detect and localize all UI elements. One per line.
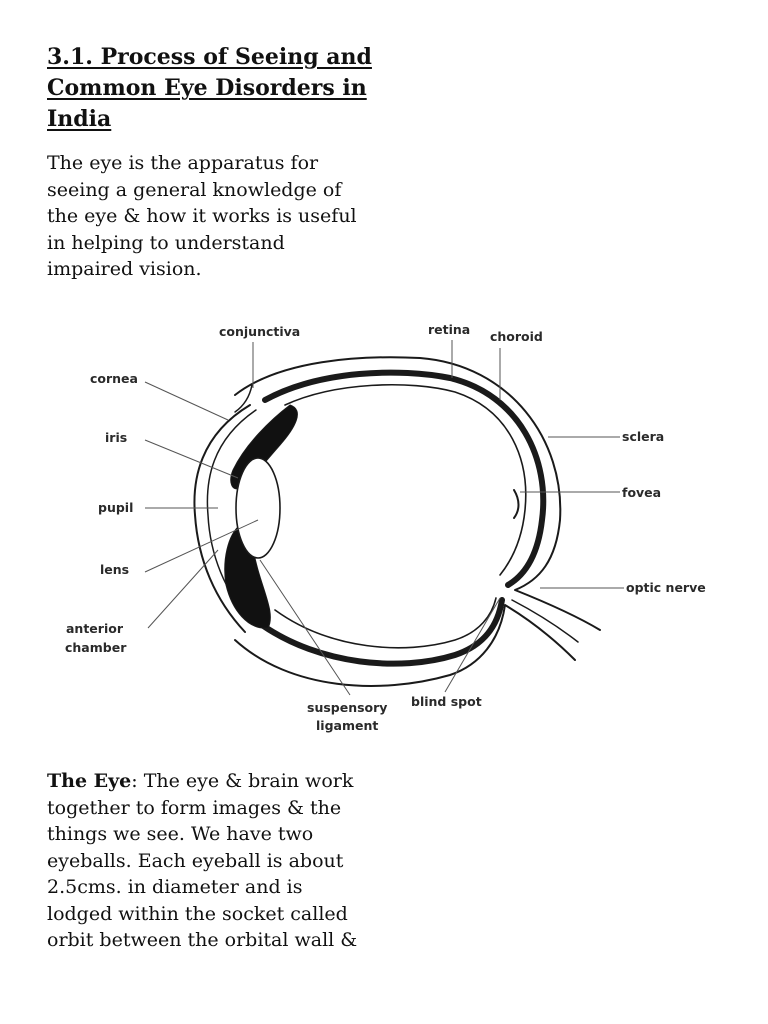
eye-section-title: The Eye bbox=[47, 770, 132, 792]
label-anterior: anterior bbox=[66, 621, 124, 636]
label-ligament: ligament bbox=[316, 718, 378, 733]
intro-line: impaired vision. bbox=[47, 258, 202, 280]
retina-line-lower bbox=[274, 597, 497, 649]
label-cornea: cornea bbox=[90, 371, 138, 386]
label-choroid: choroid bbox=[490, 329, 543, 344]
cornea-outline bbox=[193, 404, 251, 633]
label-conjunctiva: conjunctiva bbox=[219, 324, 300, 339]
label-pupil: pupil bbox=[98, 500, 133, 515]
eye-first-line-rest: : The eye & brain work bbox=[131, 770, 354, 792]
label-optic-nerve: optic nerve bbox=[626, 580, 706, 595]
intro-line: The eye is the apparatus for bbox=[47, 152, 319, 174]
choroid-band bbox=[262, 369, 547, 588]
optic-nerve-line bbox=[511, 599, 579, 643]
leader-cornea bbox=[144, 381, 229, 421]
intro-line: the eye & how it works is useful bbox=[47, 205, 357, 227]
diagram-labels: conjunctiva retina choroid cornea iris s… bbox=[65, 322, 706, 733]
leader-suspensory-ligament bbox=[259, 559, 351, 696]
intro-paragraph: The eye is the apparatus for seeing a ge… bbox=[47, 150, 357, 283]
eye-anatomy-diagram: conjunctiva retina choroid cornea iris s… bbox=[65, 322, 706, 733]
label-lens: lens bbox=[100, 562, 129, 577]
eye-paragraph: The Eye: The eye & brain work together t… bbox=[47, 768, 357, 954]
eye-line: 2.5cms. in diameter and is bbox=[47, 876, 303, 898]
leader-anterior-chamber bbox=[147, 549, 219, 629]
conjunctiva-line bbox=[234, 384, 253, 413]
fovea-notch bbox=[513, 489, 520, 519]
label-suspensory: suspensory bbox=[307, 700, 387, 715]
eye-line: together to form images & the bbox=[47, 796, 342, 819]
eye-line: things we see. We have two bbox=[47, 823, 314, 845]
heading-line: Common Eye Disorders in bbox=[47, 75, 367, 101]
label-blind-spot: blind spot bbox=[411, 694, 482, 709]
eye-first-line: The Eye: The eye & brain work bbox=[47, 768, 357, 795]
leader-blind-spot bbox=[444, 597, 501, 693]
intro-line: in helping to understand bbox=[47, 231, 285, 254]
heading-line: India bbox=[47, 106, 112, 132]
intro-line: seeing a general knowledge of bbox=[47, 178, 342, 201]
choroid-band-lower bbox=[259, 597, 505, 667]
lens-shape bbox=[235, 457, 281, 559]
heading-line: 3.1. Process of Seeing and bbox=[47, 44, 372, 70]
sclera-lower-outline bbox=[234, 604, 576, 687]
eye-line: lodged within the socket called bbox=[47, 902, 348, 925]
eye-line: eyeballs. Each eyeball is about bbox=[47, 849, 344, 872]
label-sclera: sclera bbox=[622, 429, 664, 444]
section-heading: 3.1. Process of Seeing and Common Eye Di… bbox=[47, 42, 407, 135]
label-retina: retina bbox=[428, 322, 470, 337]
eyeball-drawing bbox=[193, 356, 601, 687]
label-iris: iris bbox=[105, 430, 127, 445]
eye-line: orbit between the orbital wall & bbox=[47, 929, 358, 951]
retina-line bbox=[284, 384, 527, 576]
leader-lines bbox=[144, 340, 624, 696]
leader-lens bbox=[144, 519, 259, 573]
leader-iris bbox=[144, 439, 239, 479]
sclera-outline bbox=[234, 356, 601, 631]
label-fovea: fovea bbox=[622, 485, 661, 500]
label-chamber: chamber bbox=[65, 640, 127, 655]
